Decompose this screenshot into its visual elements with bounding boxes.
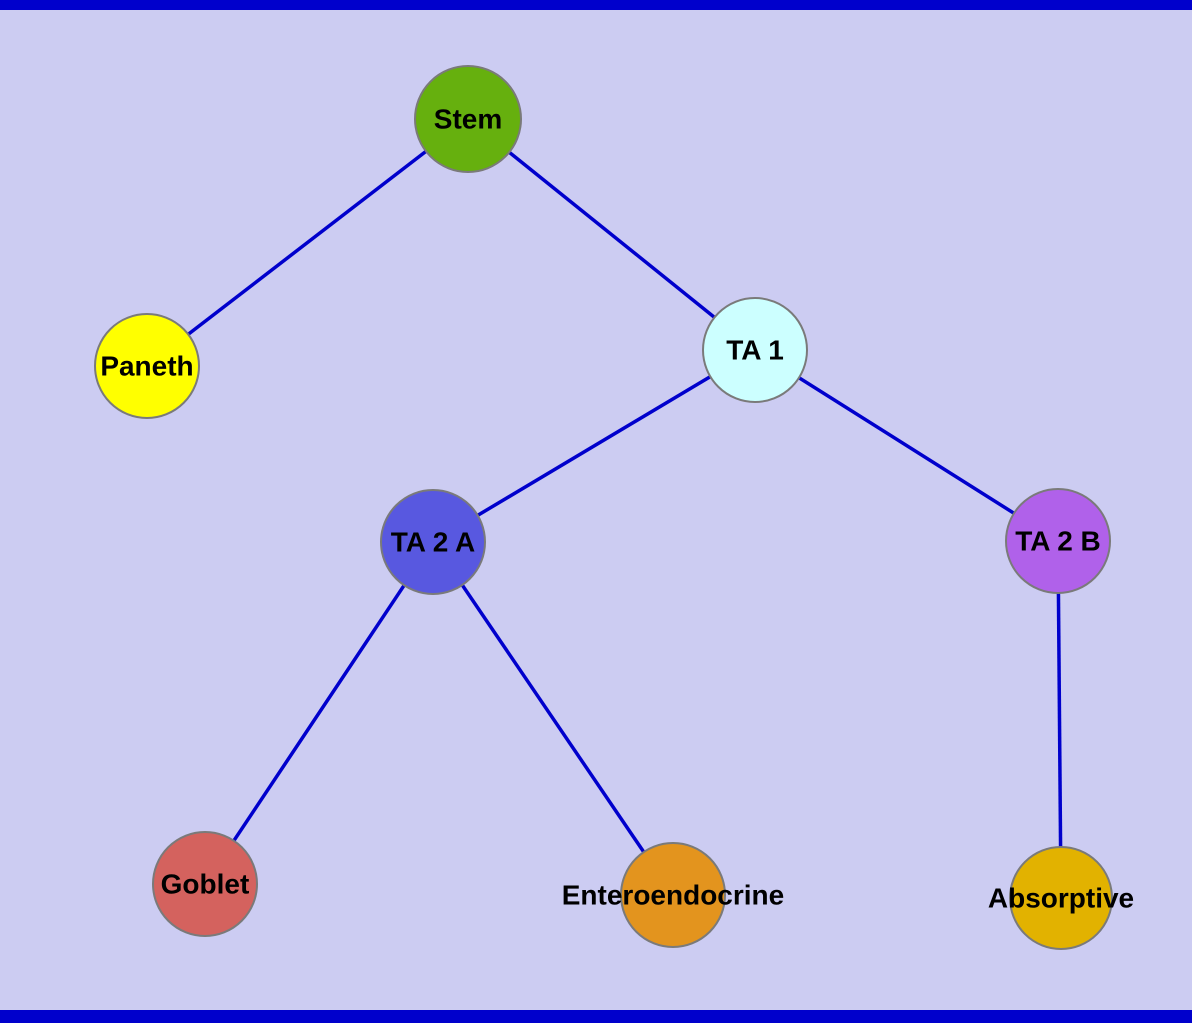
top-frame-bar [0,0,1192,10]
node-enteroendocrine[interactable]: Enteroendocrine [562,842,784,948]
node-circle-absorptive[interactable] [1009,846,1113,950]
node-circle-goblet[interactable] [152,831,258,937]
node-circle-ta1[interactable] [702,297,808,403]
bottom-frame-bar [0,1010,1192,1023]
edge-ta2b-absorptive [1056,540,1063,899]
edge-ta1-ta2a [432,348,756,544]
edge-stem-paneth [145,117,470,368]
node-stem[interactable]: Stem [414,65,522,173]
edge-ta2a-enteroendocrine [431,541,675,896]
node-circle-paneth[interactable] [94,313,200,419]
edge-ta1-ta2b [754,348,1059,543]
node-absorptive[interactable]: Absorptive [988,846,1134,950]
node-circle-stem[interactable] [414,65,522,173]
edge-ta2a-goblet [203,541,435,885]
node-circle-enteroendocrine[interactable] [620,842,726,948]
node-circle-ta2b[interactable] [1005,488,1111,594]
node-ta2a[interactable]: TA 2 A [380,489,486,595]
node-circle-ta2a[interactable] [380,489,486,595]
node-ta1[interactable]: TA 1 [702,297,808,403]
node-paneth[interactable]: Paneth [94,313,200,419]
edge-stem-ta1 [466,117,757,352]
node-ta2b[interactable]: TA 2 B [1005,488,1111,594]
node-goblet[interactable]: Goblet [152,831,258,937]
